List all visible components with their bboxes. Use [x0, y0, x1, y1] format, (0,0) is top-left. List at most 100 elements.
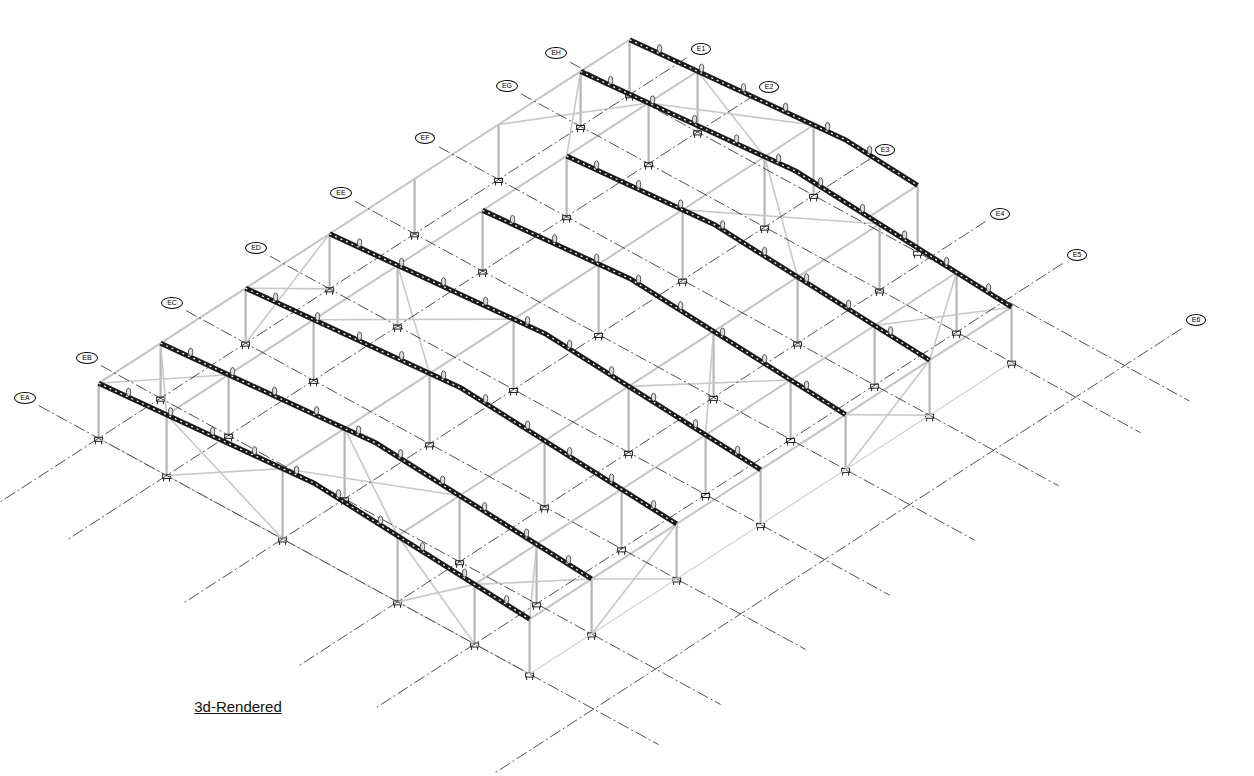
base-leg: [842, 473, 843, 476]
base-leg: [563, 220, 564, 223]
base-leg: [757, 528, 758, 531]
purlin-clip: [944, 257, 948, 265]
base-leg: [914, 255, 915, 258]
purlin-clip: [608, 76, 612, 84]
column: [397, 265, 399, 326]
purlin-clip: [609, 367, 613, 375]
grid-line: [375, 264, 1063, 709]
column: [955, 273, 957, 333]
base-leg: [588, 637, 589, 640]
grid-label: EC: [167, 299, 177, 307]
purlin-clip: [441, 371, 445, 379]
rafter: [630, 40, 918, 186]
purlin-clip: [651, 393, 655, 401]
base-leg: [761, 230, 762, 233]
purlin-clip: [776, 154, 780, 162]
grid-label: E3: [881, 146, 890, 154]
purlin-clip: [273, 293, 277, 301]
base-leg: [816, 198, 817, 201]
base-leg: [539, 607, 540, 610]
grid-bubble: EE: [330, 187, 351, 199]
column: [844, 415, 846, 470]
base-leg: [876, 293, 877, 296]
column: [681, 210, 683, 280]
purlin-clip: [741, 84, 745, 92]
base-leg: [285, 542, 286, 545]
base-leg: [871, 388, 872, 391]
base-leg: [932, 418, 933, 421]
base-leg: [432, 447, 433, 450]
grid-line: [183, 159, 871, 604]
base-leg: [516, 392, 517, 395]
grid-label: EA: [20, 394, 29, 402]
roof-beam: [581, 40, 630, 72]
grid-line: [570, 62, 1190, 401]
grid-bubble: EA: [14, 392, 35, 404]
base-leg: [679, 283, 680, 286]
column: [628, 40, 630, 95]
column: [512, 319, 514, 389]
base-leg: [310, 383, 311, 386]
purlin-clip: [825, 123, 829, 131]
purlin-clip: [651, 500, 655, 508]
column: [414, 179, 416, 234]
base-leg: [501, 183, 502, 186]
rafter: [483, 210, 846, 414]
column: [928, 360, 930, 415]
base-leg: [594, 637, 595, 640]
column: [704, 435, 706, 495]
base-leg: [673, 582, 674, 585]
base-leg: [800, 346, 801, 349]
base-leg: [411, 237, 412, 240]
purlin-clip: [378, 516, 382, 524]
grid-line: [494, 329, 1182, 774]
purlin-clip: [720, 221, 724, 229]
base-leg: [645, 167, 646, 170]
purlin-clip: [783, 103, 787, 111]
roof-beam: [765, 125, 814, 157]
base-leg: [400, 329, 401, 332]
roof-beam: [398, 224, 880, 536]
purlin-clip: [693, 420, 697, 428]
column: [543, 441, 545, 507]
grid-bubble: EC: [161, 297, 183, 309]
base-leg: [400, 605, 401, 608]
purlin-clip: [860, 204, 864, 212]
rafter: [330, 234, 761, 470]
base-leg: [794, 346, 795, 349]
base-leg: [477, 647, 478, 650]
base-leg: [959, 335, 960, 338]
base-leg: [716, 400, 717, 403]
base-leg: [787, 443, 788, 446]
roof-brace: [567, 71, 581, 156]
base-leg: [242, 346, 243, 349]
purlin-clip: [510, 215, 514, 223]
base-leg: [793, 443, 794, 446]
grid-bubble: E6: [1186, 314, 1207, 326]
grid-label: EH: [551, 49, 561, 57]
base-leg: [157, 401, 158, 404]
purlin-clip: [692, 115, 696, 123]
grid-line: [521, 94, 1141, 433]
purlin-clip: [762, 355, 766, 363]
base-leg: [326, 292, 327, 295]
grid-label: E1: [697, 45, 706, 53]
column: [796, 277, 798, 343]
purlin-clip: [440, 476, 444, 484]
purlin-clip: [636, 275, 640, 283]
base-leg: [163, 478, 164, 481]
column: [597, 264, 599, 334]
base-leg: [485, 274, 486, 277]
base-leg: [526, 677, 527, 680]
secondary-members: [95, 40, 1016, 680]
column: [1010, 307, 1012, 362]
grid-bubble: EF: [415, 132, 436, 144]
grid-label: E2: [765, 83, 774, 91]
base-leg: [456, 565, 457, 568]
purlin-clip: [986, 284, 990, 292]
base-leg: [618, 552, 619, 555]
grid-bubble: E3: [875, 144, 896, 156]
grid-bubble: E1: [691, 43, 712, 55]
base-leg: [920, 255, 921, 258]
purlin-clip: [804, 274, 808, 282]
